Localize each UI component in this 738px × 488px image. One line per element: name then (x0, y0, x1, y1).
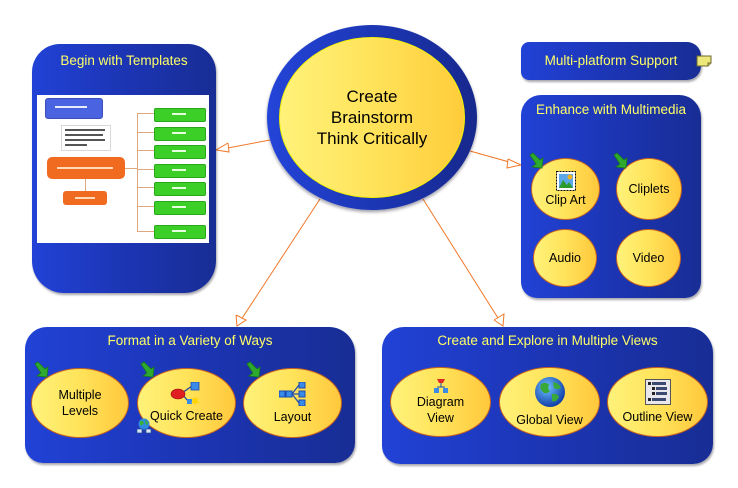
thumb-green-topic (154, 108, 206, 122)
multiple-levels-label-2: Levels (61, 404, 99, 418)
arrow-templates (214, 142, 230, 153)
format-panel-title: Format in a Variety of Ways (107, 333, 273, 348)
global-view-bubble[interactable]: Global View (499, 367, 600, 437)
thumb-blue-topic-text (55, 106, 87, 108)
connector-to-views (422, 198, 504, 327)
quick-create-bubble[interactable]: Quick Create (137, 368, 236, 438)
outline-icon (644, 379, 671, 405)
multiplatform-panel-title: Multi-platform Support (544, 53, 678, 68)
layout-label: Layout (273, 409, 312, 424)
globe-icon (534, 377, 565, 407)
diagram-view-bubble[interactable]: Diagram View (390, 367, 491, 437)
audio-label: Audio (549, 251, 581, 265)
video-label: Video (632, 251, 665, 265)
multiple-levels-bubble[interactable]: Multiple Levels (31, 368, 129, 438)
arrow-views (493, 313, 505, 327)
central-topic-inner: Create Brainstorm Think Critically (279, 37, 465, 198)
views-panel-title: Create and Explore in Multiple Views (437, 333, 658, 348)
central-topic-line-2: Brainstorm (330, 108, 414, 127)
arrow-multimedia (506, 158, 523, 169)
thumb-green-topic (154, 164, 206, 178)
templates-panel-title: Begin with Templates (60, 53, 188, 68)
global-view-label: Global View (516, 413, 583, 427)
green-arrow-icon (140, 361, 155, 378)
diagram-view-label-1: Diagram (416, 394, 465, 409)
thumb-green-topic (154, 182, 206, 196)
thumb-green-topic (154, 201, 206, 215)
layout-bubble[interactable]: Layout (243, 368, 342, 438)
thumb-green-topic (154, 127, 206, 141)
green-arrow-icon (613, 152, 628, 169)
template-thumbnail[interactable] (37, 95, 209, 243)
outline-view-label: Outline View (622, 410, 693, 424)
sticky-note-icon[interactable] (696, 55, 712, 67)
thumb-green-topic (154, 225, 206, 239)
green-arrow-icon (246, 361, 261, 378)
multiple-levels-label-1: Multiple (58, 388, 102, 402)
diagram-icon (433, 378, 448, 393)
cliplets-label: Cliplets (628, 182, 670, 196)
picture-icon (555, 170, 576, 191)
green-arrow-icon (529, 152, 544, 169)
clip-art-label: Clip Art (545, 192, 586, 207)
quick-create-label: Quick Create (150, 409, 223, 423)
connector-to-format (236, 198, 321, 327)
tree-layout-icon (278, 381, 305, 406)
diagram-view-label-2: View (427, 410, 454, 425)
outline-view-bubble[interactable]: Outline View (607, 367, 708, 437)
green-arrow-icon (34, 361, 49, 378)
thumb-green-topic (154, 145, 206, 159)
clip-art-bubble[interactable]: Clip Art (531, 158, 600, 220)
audio-bubble[interactable]: Audio (533, 229, 597, 287)
video-bubble[interactable]: Video (616, 229, 681, 287)
central-topic-line-1: Create (346, 87, 398, 106)
thumb-note (61, 125, 111, 151)
quick-create-icon (170, 382, 200, 406)
thumb-blue-topic (45, 98, 103, 119)
multimedia-panel-title: Enhance with Multimedia (535, 102, 687, 117)
cliplets-bubble[interactable]: Cliplets (616, 158, 682, 220)
arrow-format (235, 314, 247, 327)
multiplatform-panel[interactable]: Multi-platform Support (521, 42, 701, 80)
hyperlink-globe-icon[interactable] (135, 418, 153, 434)
central-topic[interactable]: Create Brainstorm Think Critically (267, 25, 477, 210)
central-topic-line-3: Think Critically (316, 129, 428, 148)
